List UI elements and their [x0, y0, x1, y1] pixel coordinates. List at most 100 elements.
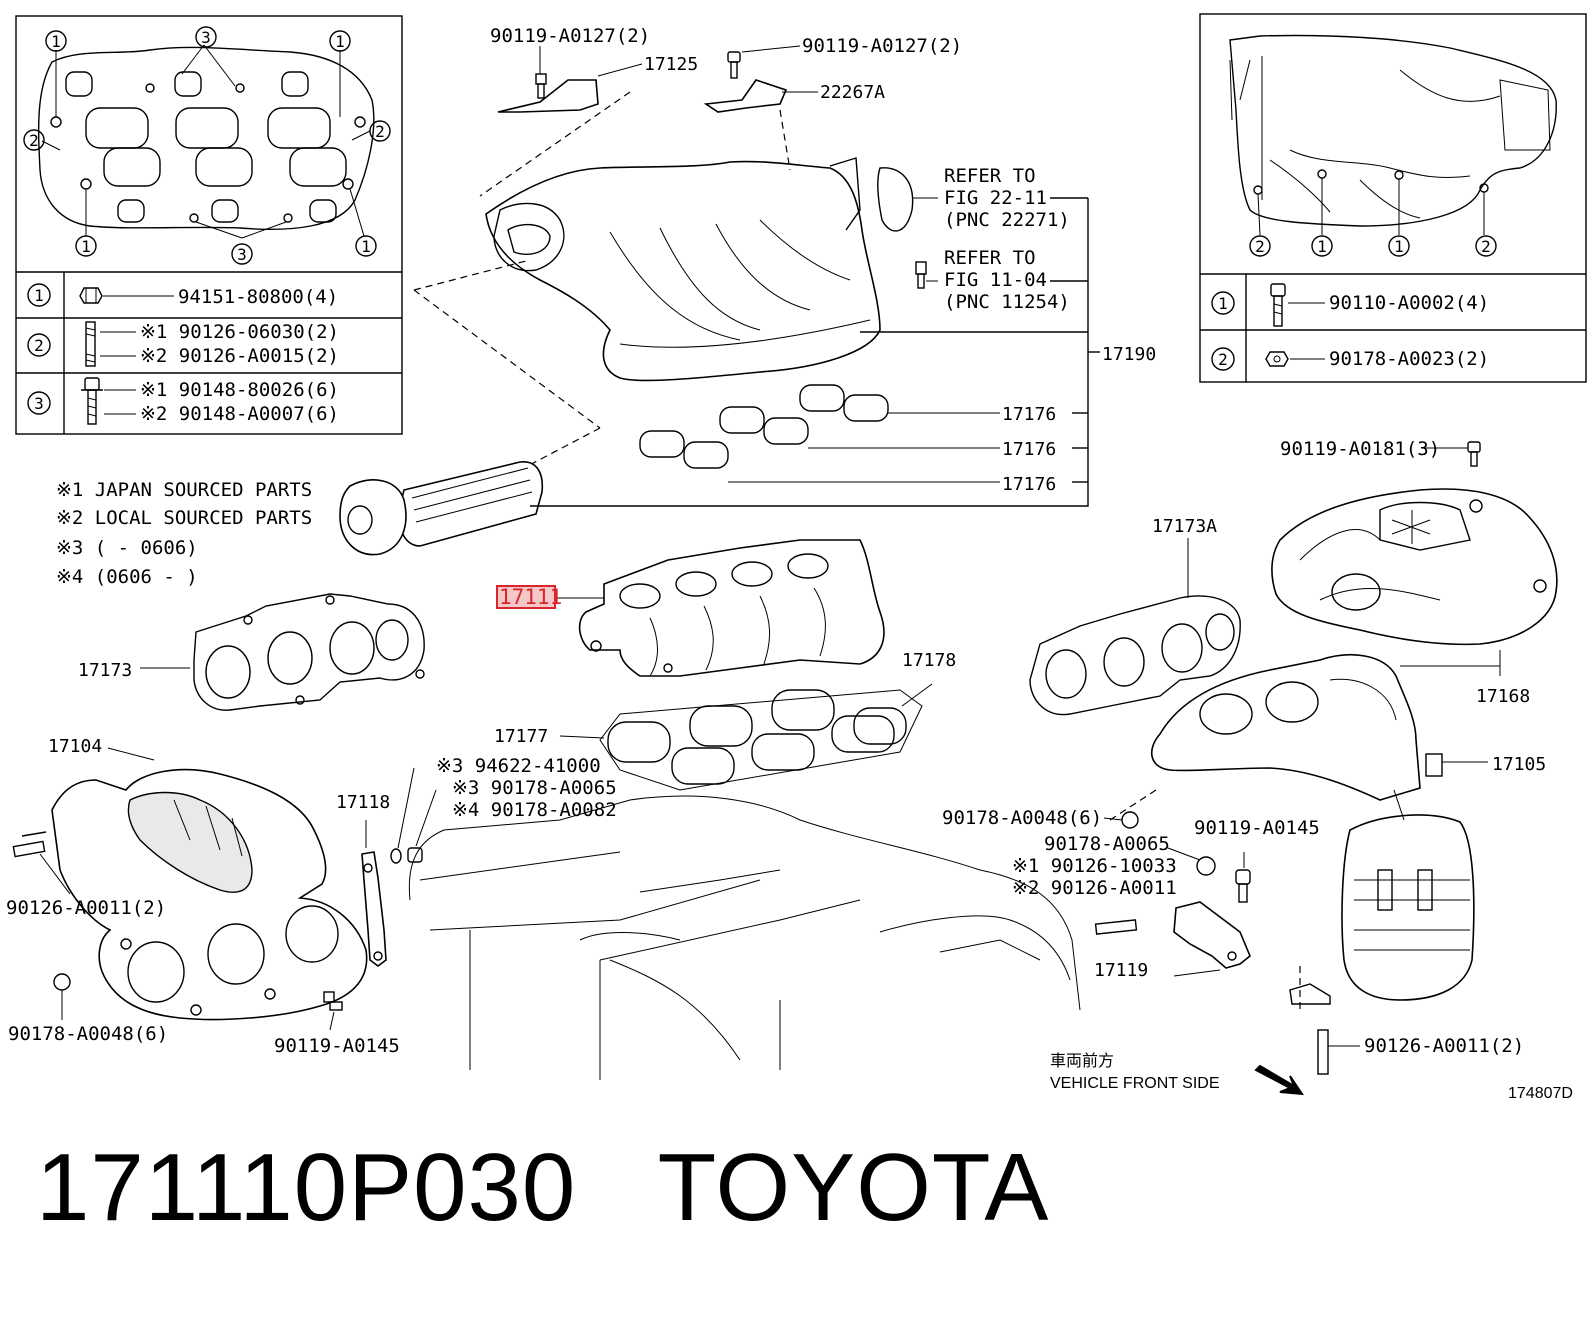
note-line: ※2 LOCAL SOURCED PARTS — [56, 507, 312, 529]
callout-number: 3 — [201, 28, 211, 47]
table-row: 3 ※1 90148-80026(6) ※2 90148-A0007(6) — [27, 377, 339, 425]
label: 17125 — [644, 54, 698, 75]
callout-circle: 3 — [231, 243, 253, 265]
gasket-22271 — [877, 167, 914, 232]
stud-bolt-icon — [12, 840, 46, 858]
exhaust-manifold-17105 — [1109, 654, 1500, 1075]
label: 90178-A0065 — [1044, 833, 1170, 855]
label: ※4 90178-A0082 — [452, 799, 617, 821]
row-number: 2 — [1218, 350, 1228, 369]
intake-manifold-upper — [485, 160, 881, 382]
nut-icon — [407, 847, 423, 863]
highlighted-part-label: 17111 — [499, 585, 562, 609]
highlight-box — [496, 585, 556, 609]
label: 90119-A0145 — [1194, 817, 1320, 839]
bolt-icon — [323, 991, 343, 1011]
top-left-legend-table: 1 3 1 2 2 1 3 1 1 94151-80800(4) 2 ※1 90… — [15, 15, 403, 435]
nut-icon — [1121, 811, 1139, 829]
heat-insulator-sketch — [1229, 34, 1557, 236]
label: 17119 — [1094, 960, 1148, 981]
callout-number: 2 — [1481, 237, 1491, 256]
callout-number: 1 — [361, 237, 371, 256]
label: ※3 90178-A0065 — [452, 777, 617, 799]
heat-insulator-17168 — [1271, 441, 1558, 676]
engine-block-outline — [408, 795, 1081, 1080]
label: 17178 — [902, 650, 956, 671]
label: 90119-A0127(2) — [802, 35, 962, 57]
bracket-17125 — [497, 79, 599, 113]
intake-manifold-lower-17111 — [578, 539, 885, 677]
label: 90178-A0048(6) — [942, 807, 1102, 829]
note-line: ※1 JAPAN SOURCED PARTS — [56, 479, 312, 501]
label: ※2 90126-A0011 — [1012, 877, 1177, 899]
label: 17104 — [48, 736, 102, 757]
part-number: ※1 90148-80026(6) — [140, 379, 339, 401]
note-line: ※3 ( - 0606) — [56, 537, 198, 559]
part-number: ※1 90126-06030(2) — [140, 321, 339, 343]
callout-circle: 2 — [1475, 235, 1497, 257]
callout-circle: 3 — [195, 26, 217, 48]
label: VEHICLE FRONT SIDE — [1050, 1075, 1220, 1092]
callout-number: 1 — [335, 32, 345, 51]
callout-number: 1 — [51, 32, 61, 51]
label: FIG 11-04 — [944, 269, 1047, 291]
table-row: 2 90178-A0023(2) — [1211, 347, 1489, 371]
label: 90119-A0127(2) — [490, 25, 650, 47]
gasket-17176 — [719, 406, 809, 445]
bolt-icon — [1467, 441, 1481, 467]
callout-circle: 1 — [1311, 235, 1333, 257]
label: 174807D — [1508, 1085, 1573, 1102]
note-line: ※4 (0606 - ) — [56, 566, 198, 588]
label: 17176 — [1002, 404, 1056, 425]
callout-circle: 1 — [75, 235, 97, 257]
notes: ※1 JAPAN SOURCED PARTS ※2 LOCAL SOURCED … — [56, 479, 312, 588]
bracket-22267a — [703, 79, 788, 113]
bolt-icon — [727, 51, 741, 79]
label: 17105 — [1492, 754, 1546, 775]
callout-circle: 1 — [1388, 235, 1410, 257]
label: 90119-A0145 — [274, 1035, 400, 1057]
label: 17190 — [1102, 344, 1156, 365]
part-number-title: 171110P030 — [36, 1134, 577, 1241]
label: 17177 — [494, 726, 548, 747]
label: 90126-A0011(2) — [1364, 1035, 1524, 1057]
label: 17168 — [1476, 686, 1530, 707]
page-title: 171110P030 TOYOTA — [36, 1140, 1049, 1236]
part-number: 94151-80800(4) — [178, 286, 338, 308]
callout-number: 3 — [237, 245, 247, 264]
nut-icon — [1196, 856, 1216, 876]
callout-number: 2 — [375, 122, 385, 141]
bolt-icon — [1235, 869, 1251, 903]
label: REFER TO — [944, 247, 1036, 269]
label: 車両前方 — [1050, 1052, 1114, 1070]
label: FIG 22-11 — [944, 187, 1047, 209]
table-row: 1 90110-A0002(4) — [1211, 283, 1489, 327]
label: 90126-A0011(2) — [6, 897, 166, 919]
bolt-icon — [1270, 283, 1286, 327]
stud-bolt-icon — [1317, 1029, 1329, 1075]
manifold-stay-17118 — [361, 767, 437, 967]
row-number: 1 — [34, 286, 44, 305]
gasket-sketch — [37, 44, 375, 239]
brand-title: TOYOTA — [657, 1134, 1050, 1241]
label: (PNC 22271) — [944, 209, 1070, 231]
part-labels: 90119-A0127(2) 17125 90119-A0127(2) 2226… — [6, 25, 1573, 1102]
callout-circle: 1 — [45, 30, 67, 52]
top-right-legend-table: 2 1 1 2 1 90110-A0002(4) 2 90178-A0023(2… — [1199, 13, 1587, 383]
row-number: 2 — [34, 336, 44, 355]
part-number: ※2 90126-A0015(2) — [140, 345, 339, 367]
gasket-17176 — [639, 430, 729, 469]
gasket-17176 — [799, 384, 889, 422]
callout-circle: 2 — [23, 129, 45, 151]
part-number: 90110-A0002(4) — [1329, 292, 1489, 314]
label: 17176 — [1002, 439, 1056, 460]
nut-icon — [79, 287, 103, 304]
label: REFER TO — [944, 165, 1036, 187]
sensor-icon — [915, 261, 927, 289]
label: 90178-A0048(6) — [8, 1023, 168, 1045]
washer-icon — [390, 848, 402, 864]
gasket-17173a — [1029, 538, 1241, 716]
stud-bolt-icon — [1094, 919, 1138, 935]
